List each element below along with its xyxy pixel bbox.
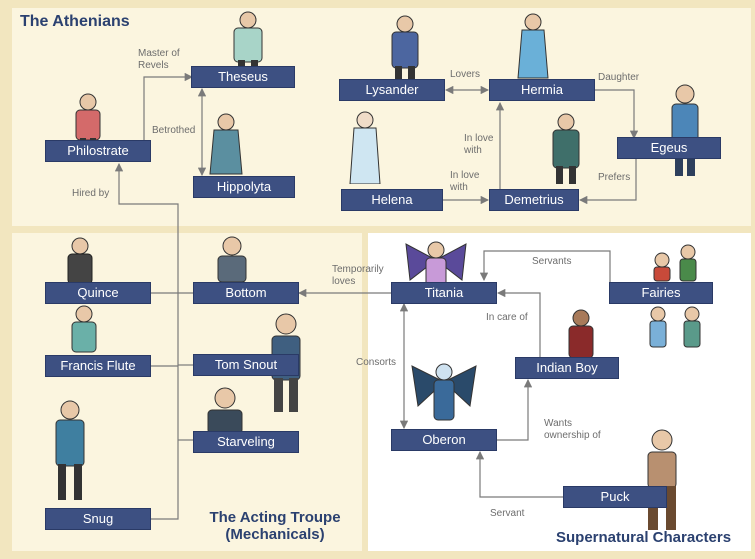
label-in-care-of: In care of bbox=[486, 312, 528, 323]
link-master-of-revels bbox=[143, 72, 194, 151]
indian-boy-figure bbox=[568, 309, 594, 359]
hippolyta-figure bbox=[209, 113, 243, 175]
link-servant bbox=[475, 450, 564, 498]
puck-figure bbox=[647, 429, 677, 530]
supernatural-title: Supernatural Characters bbox=[556, 529, 732, 546]
label-consorts: Consorts bbox=[356, 357, 397, 368]
helena-box[interactable]: Helena bbox=[342, 190, 442, 210]
hippolyta-box[interactable]: Hippolyta bbox=[194, 177, 294, 197]
francis-flute-box[interactable]: Francis Flute bbox=[46, 356, 150, 376]
label-hired-by: Hired by bbox=[72, 188, 110, 199]
indian-boy-box[interactable]: Indian Boy bbox=[516, 358, 618, 378]
tom-snout-box[interactable]: Tom Snout bbox=[194, 355, 298, 375]
quince-figure bbox=[67, 237, 93, 285]
theseus-figure bbox=[233, 11, 263, 72]
link-in-care-of bbox=[496, 288, 541, 358]
titania-box[interactable]: Titania bbox=[392, 283, 496, 303]
link-prefers bbox=[578, 158, 637, 205]
demetrius-box[interactable]: Demetrius bbox=[490, 190, 578, 210]
bottom-figure bbox=[217, 236, 247, 282]
athenians-panel bbox=[12, 8, 751, 226]
link-servants bbox=[479, 250, 611, 282]
francis-flute-figure bbox=[71, 305, 97, 353]
label-in-love-with-demetrius: In love with bbox=[464, 133, 494, 156]
hermia-box[interactable]: Hermia bbox=[490, 80, 594, 100]
puck-box[interactable]: Puck bbox=[564, 487, 666, 507]
philostrate-figure bbox=[75, 93, 101, 146]
athenians-title: The Athenians bbox=[20, 13, 130, 30]
label-master-of-revels: Master of Revels bbox=[138, 48, 180, 71]
lysander-figure bbox=[391, 15, 419, 80]
bottom-box[interactable]: Bottom bbox=[194, 283, 298, 303]
theseus-box[interactable]: Theseus bbox=[192, 67, 294, 87]
label-wants-ownership-of: Wants ownership of bbox=[544, 418, 601, 441]
titania-figure bbox=[405, 241, 467, 289]
snug-figure bbox=[55, 400, 85, 500]
fairies-figure-bottom bbox=[649, 306, 701, 348]
label-temporarily-loves: Temporarily loves bbox=[332, 264, 384, 287]
label-servants: Servants bbox=[532, 256, 572, 267]
egeus-box[interactable]: Egeus bbox=[618, 138, 720, 158]
starveling-box[interactable]: Starveling bbox=[194, 432, 298, 452]
label-servant: Servant bbox=[490, 508, 525, 519]
quince-box[interactable]: Quince bbox=[46, 283, 150, 303]
label-daughter: Daughter bbox=[598, 72, 640, 83]
egeus-figure bbox=[671, 84, 699, 176]
philostrate-box[interactable]: Philostrate bbox=[46, 141, 150, 161]
starveling-figure bbox=[207, 387, 243, 434]
demetrius-figure bbox=[552, 113, 580, 184]
hermia-figure bbox=[517, 13, 549, 79]
mechanicals-title: The Acting Troupe (Mechanicals) bbox=[209, 509, 341, 543]
snug-box[interactable]: Snug bbox=[46, 509, 150, 529]
lysander-box[interactable]: Lysander bbox=[340, 80, 444, 100]
oberon-figure bbox=[411, 363, 477, 421]
fairies-box[interactable]: Fairies bbox=[610, 283, 712, 303]
label-prefers: Prefers bbox=[598, 172, 631, 183]
link-hired-by bbox=[114, 162, 179, 520]
helena-figure bbox=[349, 111, 381, 184]
label-in-love-with-helena: In love with bbox=[450, 170, 480, 193]
label-betrothed: Betrothed bbox=[152, 125, 196, 136]
label-lovers: Lovers bbox=[450, 69, 481, 80]
fairies-figure-top bbox=[653, 244, 697, 282]
oberon-box[interactable]: Oberon bbox=[392, 430, 496, 450]
